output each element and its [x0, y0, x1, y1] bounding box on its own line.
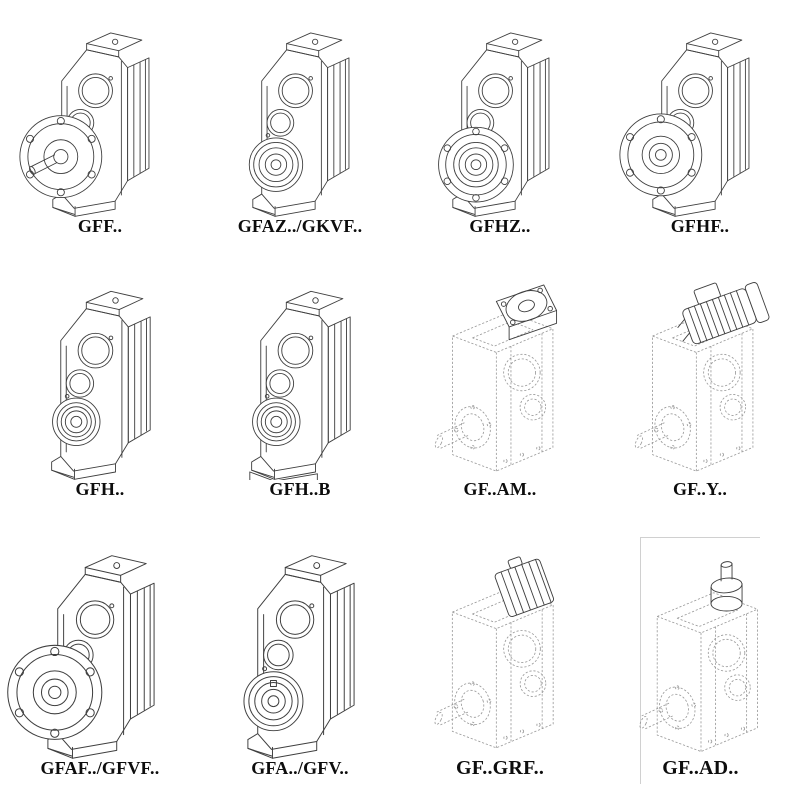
gear-unit-cell-gfgrf: GF..GRF..	[433, 537, 560, 784]
base-plate	[249, 471, 318, 481]
hollow-shaft-gear-unit-drawing	[243, 555, 355, 759]
gear-unit-motor-adapter-drawing	[433, 284, 558, 472]
gear-unit-cell-gfam: GF..AM..	[433, 274, 560, 505]
gearbox-feet	[652, 193, 716, 217]
gearbox-housing-dashed	[637, 592, 758, 752]
gearbox-feet	[252, 193, 316, 217]
gearbox-feet	[247, 733, 318, 759]
foot-mounted-gear-unit-base-drawing	[249, 290, 351, 481]
gear-unit-label: GFAF../GFVF..	[40, 758, 160, 779]
gear-unit-cell-gfa: GFA../GFV..	[240, 537, 360, 784]
gear-unit-cell-gfad: GF..AD..	[637, 537, 760, 784]
gear-unit-cell-gfaz: GFAZ../GKVF..	[237, 16, 363, 242]
flange-gear-unit-drawing	[0, 32, 150, 217]
motor-adapter-flange	[495, 284, 558, 341]
output-flange-hollow-shaft	[620, 114, 702, 196]
gear-unit-label: GF..Y..	[672, 479, 728, 500]
gear-unit-cell-gfy: GF..Y..	[633, 274, 771, 505]
foot-mounted-gear-unit-drawing	[51, 290, 151, 480]
gearbox-housing-dashed	[433, 311, 554, 472]
gear-unit-label: GFHZ..	[469, 216, 531, 237]
gear-unit-label: GFHF..	[670, 216, 730, 237]
output-bearing	[252, 397, 301, 446]
gear-unit-cell-gff: GFF..	[40, 16, 160, 242]
input-gear-adapter	[490, 549, 556, 619]
gear-unit-label: GFH..B	[269, 479, 331, 500]
hollow-shaft-bore-with-bolt-circle	[438, 126, 514, 203]
gear-unit-cell-gfaf: GFAF../GFVF..	[40, 537, 160, 784]
gear-unit-cell-gfh: GFH..	[40, 274, 160, 505]
gear-unit-cell-gfhz: GFHZ..	[438, 16, 560, 242]
gear-unit-cell-gfhb: GFH..B	[240, 274, 360, 505]
gear-unit-label: GF..AD..	[662, 757, 739, 779]
electric-motor	[667, 274, 771, 351]
flange-hollow-shaft-gear-unit-drawing	[600, 32, 750, 217]
hollow-shaft-gear-unit-drawing	[248, 32, 350, 217]
output-flange-hollow-shaft	[8, 645, 102, 739]
gear-unit-cell-gfhf: GFHF..	[640, 16, 760, 242]
gear-unit-input-shaft-adapter-drawing	[637, 560, 758, 752]
gear-unit-label: GFA../GFV..	[251, 758, 349, 779]
output-bearing	[52, 397, 101, 446]
gear-unit-mounted-motor-drawing	[633, 274, 771, 472]
gear-unit-label: GF..GRF..	[455, 757, 545, 779]
gear-unit-label: GFH..	[75, 479, 125, 500]
gear-unit-label: GF..AM..	[463, 479, 537, 500]
input-shaft-adapter	[709, 560, 743, 612]
output-flange-solid-shaft	[20, 116, 102, 198]
hollow-shaft-gear-unit-drawing	[438, 32, 550, 217]
gear-unit-input-adapter-drawing	[433, 549, 556, 749]
gear-unit-label: GFF..	[77, 216, 123, 237]
flange-hollow-shaft-gear-unit-drawing	[0, 555, 155, 759]
hollow-shaft-bore-keyed	[243, 671, 304, 732]
gearbox-feet	[51, 456, 116, 480]
gear-unit-label: GFAZ../GKVF..	[237, 216, 363, 237]
hollow-shaft-bore	[248, 137, 304, 192]
gearbox-housing-dashed	[433, 587, 554, 749]
